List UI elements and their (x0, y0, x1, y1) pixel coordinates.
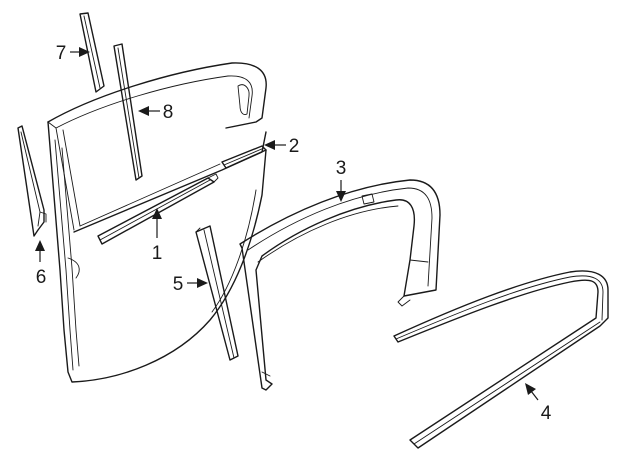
part-8-pillar-trim (113, 43, 143, 181)
callout-3: 3 (336, 158, 347, 179)
part-6-applique (17, 125, 47, 237)
part-2-small-molding (221, 145, 267, 169)
callout-leaders (35, 47, 539, 401)
callout-labels: 1 2 3 4 5 6 7 8 (36, 43, 552, 424)
part-1-belt-molding (97, 173, 219, 245)
part-4-glass-run (393, 270, 609, 449)
callout-2: 2 (289, 136, 300, 157)
part-7-upper-channel (79, 12, 105, 93)
callout-6: 6 (36, 267, 47, 288)
part-3-frame-weatherstrip (239, 179, 441, 391)
part-5-rear-applique (195, 225, 239, 361)
callout-7: 7 (56, 43, 67, 64)
callout-8: 8 (163, 102, 174, 123)
callout-5: 5 (173, 274, 184, 295)
callout-1: 1 (152, 243, 163, 264)
callout-4: 4 (541, 403, 552, 424)
